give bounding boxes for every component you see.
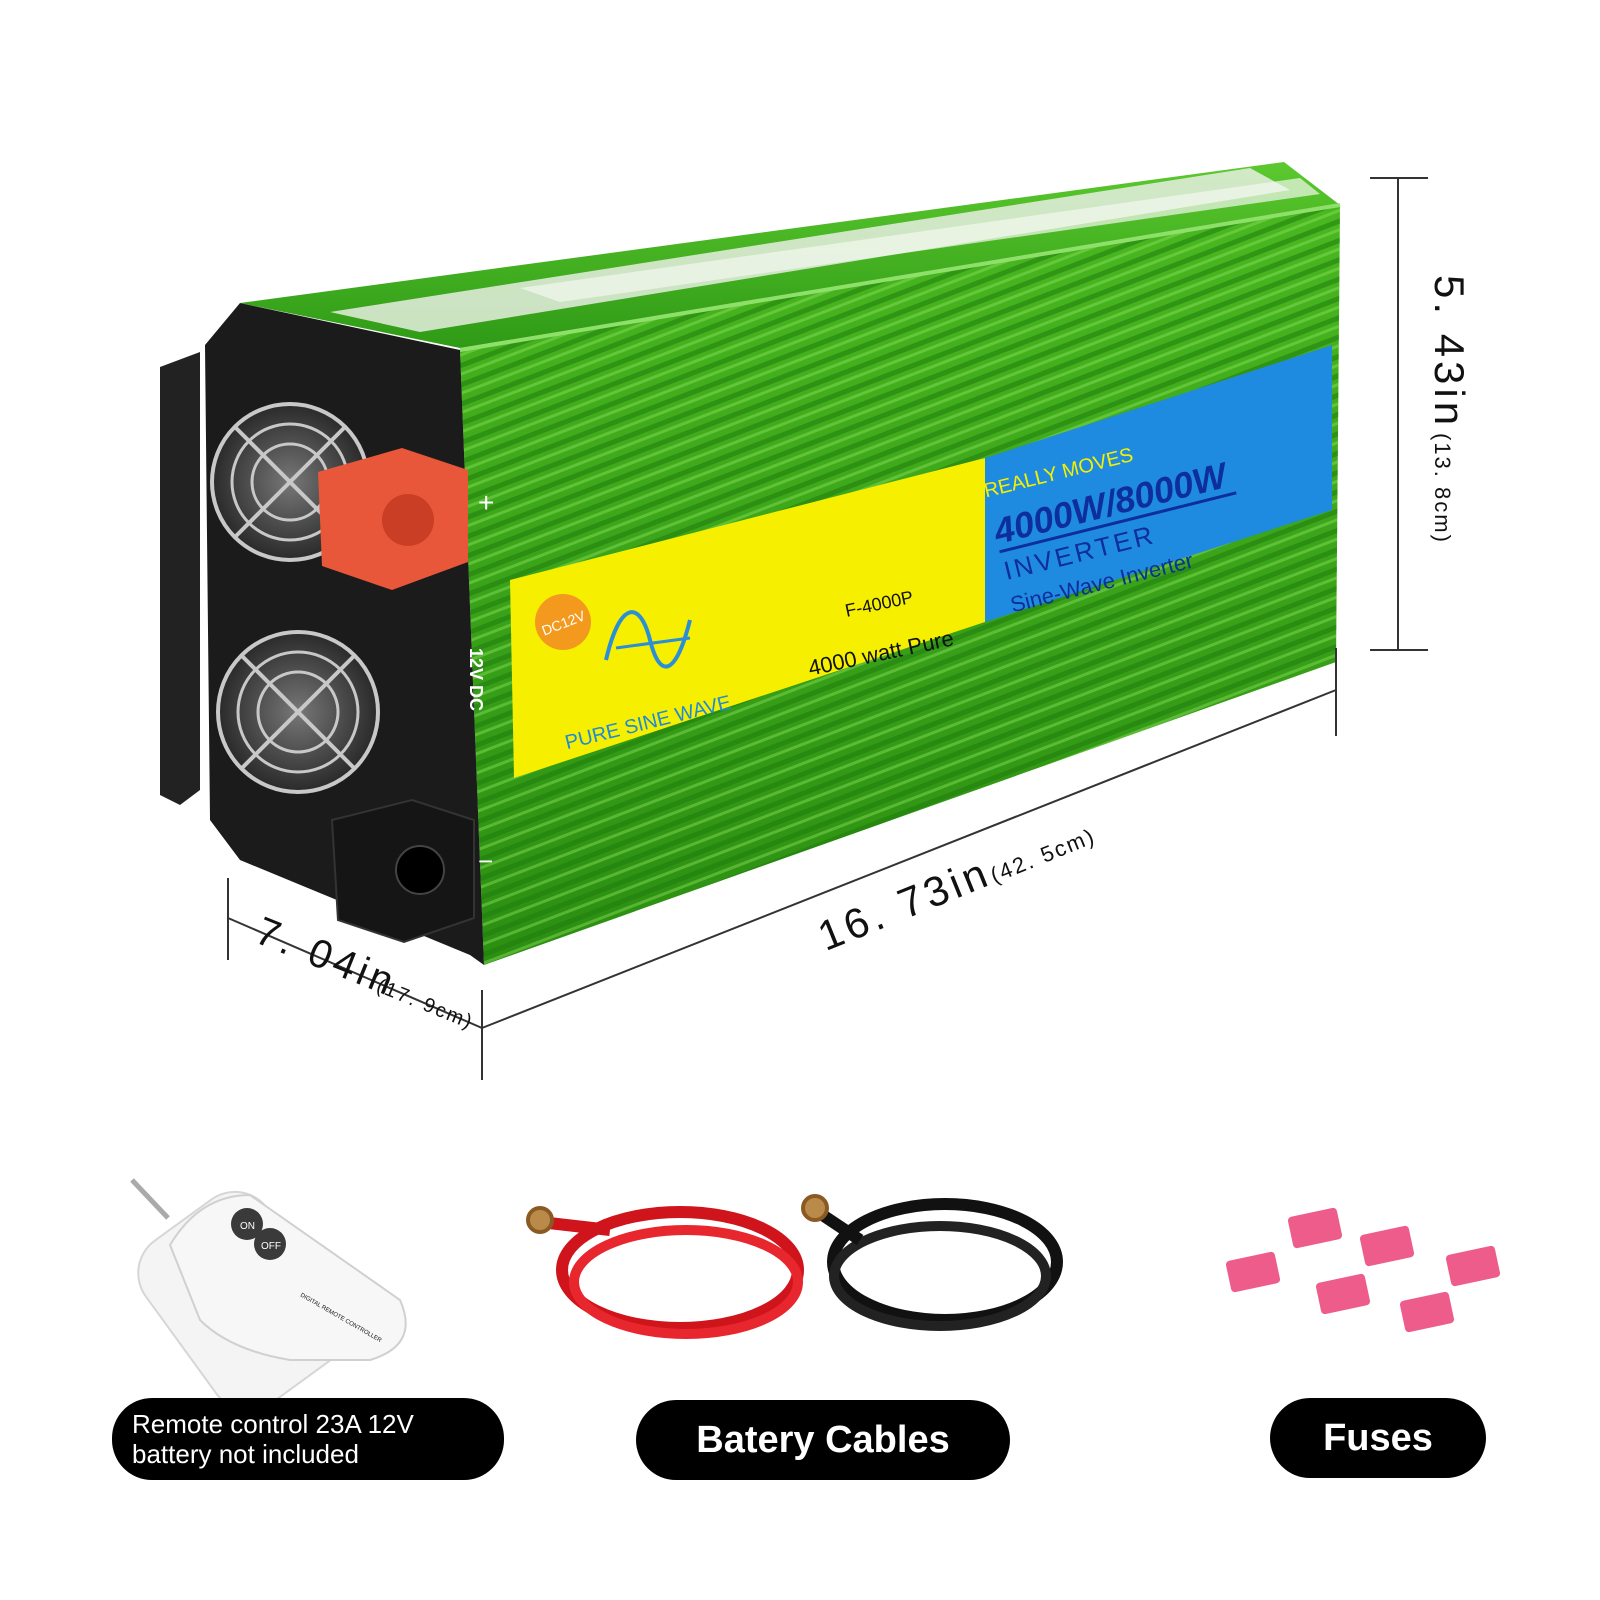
height-main-label: 5. 43in — [1426, 275, 1473, 429]
cables-caption: Batery Cables — [696, 1418, 950, 1461]
negative-symbol: − — [478, 846, 493, 876]
positive-symbol: + — [478, 487, 494, 518]
remote-off-button — [254, 1228, 286, 1260]
height-metric-label: (13. 8cm) — [1430, 433, 1455, 544]
fuse-icon — [1315, 1273, 1371, 1315]
width-metric-label: (17. 9cm) — [373, 975, 476, 1034]
dimension-height: 5. 43in (13. 8cm) — [1370, 177, 1473, 651]
fuse-icon — [1225, 1251, 1281, 1293]
remote-antenna-icon — [130, 1178, 170, 1220]
fuses-caption-pill: Fuses — [1270, 1398, 1486, 1478]
dc12v-badge-icon — [535, 594, 591, 650]
remote-caption-line-1: Remote control 23A 12V — [132, 1409, 414, 1439]
sine-wave-icon — [604, 610, 692, 669]
length-main-label: 16. 73in — [811, 848, 997, 960]
battery-cables — [526, 1194, 1063, 1339]
remote-on-button — [231, 1208, 263, 1240]
remote-on-text: ON — [240, 1221, 255, 1232]
product-label: DC12V PURE SINE WAVE F-4000P 4000 watt P… — [510, 345, 1332, 778]
fuses-group — [1225, 1207, 1501, 1333]
length-metric-label: (42. 5cm) — [987, 823, 1099, 888]
remote-caption-line-2: battery not included — [132, 1439, 359, 1469]
label-yellow-panel — [510, 458, 985, 778]
remote-caption-pill: Remote control 23A 12V battery not inclu… — [112, 1398, 504, 1480]
fuse-icon — [1399, 1291, 1455, 1333]
fuse-icon — [1287, 1207, 1343, 1249]
remote-control: ON OFF DIGITAL REMOTE CONTROLLER — [130, 1178, 407, 1412]
voltage-marking: 12V DC — [466, 648, 486, 711]
remote-off-text: OFF — [261, 1241, 281, 1252]
end-cap: + − 12V DC — [160, 303, 494, 965]
cables-caption-pill: Batery Cables — [636, 1400, 1010, 1480]
fuse-icon — [1359, 1225, 1415, 1267]
label-blue-panel — [985, 345, 1332, 622]
fuse-icon — [1445, 1245, 1501, 1287]
fuses-caption: Fuses — [1323, 1416, 1433, 1459]
